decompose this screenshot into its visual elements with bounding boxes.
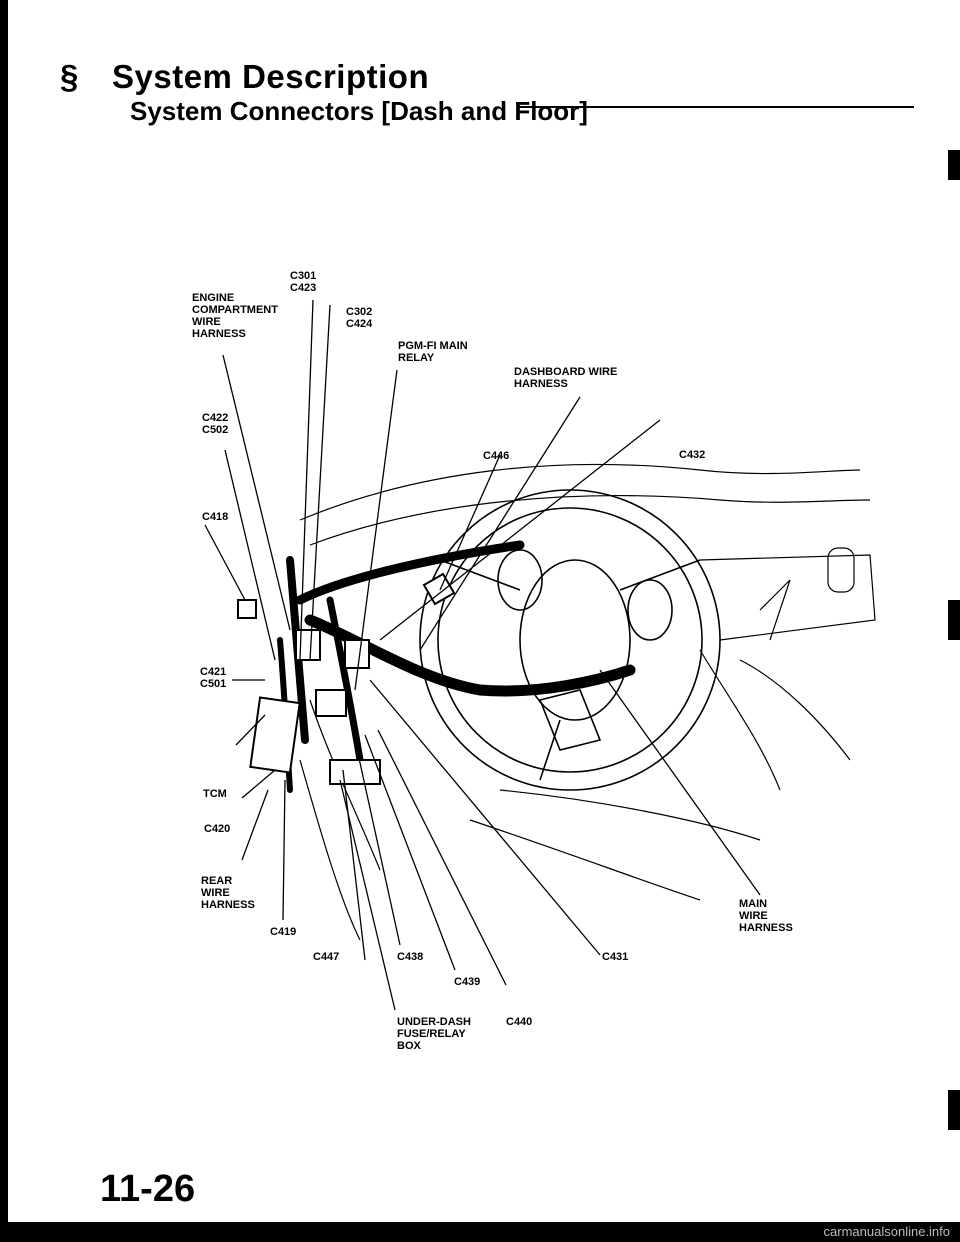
subtitle-rule [518, 106, 914, 108]
label-engine-harness: ENGINE COMPARTMENT WIRE HARNESS [192, 292, 278, 340]
label-c301-c423: C301 C423 [290, 270, 317, 294]
page-title: System Description [112, 58, 430, 95]
dashboard-outline [299, 463, 876, 941]
label-under-dash-box: UNDER-DASH FUSE/RELAY BOX [397, 1016, 471, 1052]
label-tcm: TCM [203, 788, 227, 800]
label-c418: C418 [202, 511, 229, 523]
footer-bar [0, 1222, 960, 1242]
label-c420: C420 [204, 823, 231, 835]
label-c446: C446 [483, 450, 510, 462]
page-number: 11-26 [100, 1168, 196, 1210]
label-pgm-fi-relay: PGM-FI MAIN RELAY [398, 340, 468, 364]
label-c421-c501: C421 C501 [200, 666, 227, 690]
label-main-harness: MAIN WIRE HARNESS [739, 898, 793, 934]
label-c440: C440 [506, 1016, 533, 1028]
label-c439: C439 [454, 976, 481, 988]
label-c302-c424: C302 C424 [346, 306, 373, 330]
label-c422-c502: C422 C502 [202, 412, 229, 436]
page-subtitle: System Connectors [Dash and Floor] [130, 96, 588, 126]
label-c438: C438 [397, 951, 424, 963]
label-rear-harness: REAR WIRE HARNESS [201, 875, 255, 911]
connector-blocks [237, 572, 456, 785]
section-glyph: § [60, 58, 79, 95]
label-c432: C432 [679, 449, 706, 461]
label-dashboard-harness: DASHBOARD WIRE HARNESS [514, 366, 618, 390]
label-c447: C447 [313, 951, 340, 963]
scan-edge [0, 0, 8, 1242]
steering-wheel [419, 489, 721, 791]
watermark: carmanualsonline.info [823, 1224, 950, 1239]
leader-lines [204, 299, 761, 1011]
label-c431: C431 [602, 951, 629, 963]
label-c419: C419 [270, 926, 297, 938]
